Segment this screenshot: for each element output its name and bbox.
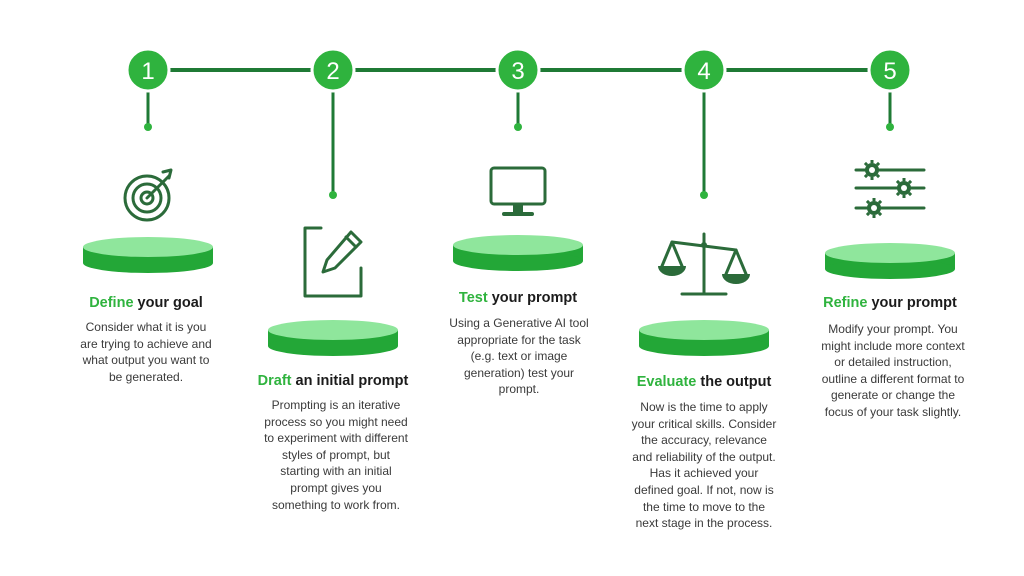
step-2-title-highlight: Draft bbox=[257, 373, 292, 389]
step-1-line: what output you want to bbox=[82, 353, 210, 368]
step-4-title-highlight: Evaluate bbox=[636, 374, 697, 390]
step-1-line: are trying to achieve and bbox=[80, 336, 212, 351]
step-4-line: Now is the time to apply bbox=[640, 400, 768, 414]
step-5-circle bbox=[867, 47, 913, 93]
step-1-title: Define your goal bbox=[89, 295, 203, 311]
step-1-description: Consider what it is you are trying to ac… bbox=[61, 319, 231, 385]
step-2-description: Prompting is an iterative process so you… bbox=[241, 397, 431, 513]
step-4-connector-dot bbox=[700, 191, 708, 199]
step-2-line: styles of prompt, but bbox=[281, 447, 391, 462]
scales-icon bbox=[658, 232, 750, 296]
step-3-line: prompt. bbox=[498, 382, 540, 397]
step-2-title: Draft an initial prompt bbox=[258, 373, 409, 389]
target-icon bbox=[123, 168, 173, 222]
step-4-line: your critical skills. Consider bbox=[631, 416, 777, 431]
step-1-number: 1 bbox=[141, 58, 154, 85]
step-3-line: Using a Generative AI tool bbox=[449, 316, 589, 330]
step-3-description: Using a Generative AI tool appropriate f… bbox=[429, 315, 609, 398]
step-4-line: defined goal. If not, now is bbox=[634, 482, 774, 497]
step-3-connector-dot bbox=[514, 123, 522, 131]
step-2-line: something to work from. bbox=[271, 497, 401, 512]
step-2-line: Prompting is an iterative bbox=[271, 398, 401, 412]
step-1-line: Consider what it is you bbox=[85, 320, 207, 334]
step-3-line: appropriate for the task bbox=[457, 332, 581, 347]
step-3-line: generation) test your bbox=[463, 365, 575, 380]
step-4-title: Evaluate the output bbox=[637, 374, 772, 390]
step-4-line: the time to move to the bbox=[642, 499, 766, 514]
step-5-connector-dot bbox=[886, 123, 894, 131]
step-5-title-highlight: Refine bbox=[823, 295, 868, 311]
step-2-line: starting with an initial bbox=[280, 464, 392, 479]
monitor-icon bbox=[489, 166, 547, 216]
step-2-line: process so you might need bbox=[264, 414, 408, 429]
step-4-line: Has it achieved your bbox=[649, 466, 759, 481]
step-3-line: (e.g. text or image bbox=[470, 349, 568, 364]
step-4-platform bbox=[639, 320, 769, 356]
step-4-description: Now is the time to apply your critical s… bbox=[604, 399, 804, 532]
step-4-title-rest: the output bbox=[696, 374, 772, 390]
step-4-line: next stage in the process. bbox=[635, 516, 773, 531]
step-5-line: might include more context bbox=[821, 338, 965, 353]
step-4-number: 4 bbox=[697, 58, 710, 85]
step-5-number: 5 bbox=[883, 58, 896, 85]
step-3-circle bbox=[495, 47, 541, 93]
step-5-line: focus of your task slightly. bbox=[824, 404, 962, 419]
step-2-platform bbox=[268, 320, 398, 356]
step-3-title-highlight: Test bbox=[458, 290, 488, 306]
step-3-number: 3 bbox=[511, 58, 524, 85]
step-1-platform bbox=[83, 237, 213, 273]
step-4-line: and reliability of the output. bbox=[632, 449, 776, 464]
step-1-connector-dot bbox=[144, 123, 152, 131]
step-4-circle bbox=[681, 47, 727, 93]
step-5-line: generate or change the bbox=[830, 388, 956, 403]
step-5-line: or detailed instruction, bbox=[834, 355, 952, 370]
step-2-circle bbox=[310, 47, 356, 93]
step-3-platform bbox=[453, 235, 583, 271]
step-5-line: Modify your prompt. You bbox=[828, 322, 958, 336]
step-3-title: Test your prompt bbox=[459, 290, 577, 306]
step-5-title-rest: your prompt bbox=[867, 295, 957, 311]
step-2-connector-dot bbox=[329, 191, 337, 199]
step-1-title-highlight: Define bbox=[89, 295, 134, 311]
step-3-title-rest: your prompt bbox=[487, 290, 578, 306]
step-1-circle bbox=[125, 47, 171, 93]
step-2-number: 2 bbox=[326, 58, 339, 85]
step-2-title-rest: an initial prompt bbox=[291, 373, 409, 389]
step-2-line: to experiment with different bbox=[264, 431, 408, 446]
step-1-title-rest: your goal bbox=[133, 295, 203, 311]
step-4-line: the accuracy, relevance bbox=[641, 433, 767, 448]
edit-icon bbox=[303, 226, 363, 298]
sliders-icon bbox=[854, 160, 926, 218]
step-5-line: outline a different format to bbox=[821, 371, 965, 386]
step-5-title: Refine your prompt bbox=[823, 295, 957, 311]
step-2-line: prompt gives you bbox=[290, 480, 382, 495]
step-5-description: Modify your prompt. You might include mo… bbox=[798, 321, 988, 421]
step-5-platform bbox=[825, 243, 955, 279]
step-1-line: be generated. bbox=[108, 369, 184, 384]
